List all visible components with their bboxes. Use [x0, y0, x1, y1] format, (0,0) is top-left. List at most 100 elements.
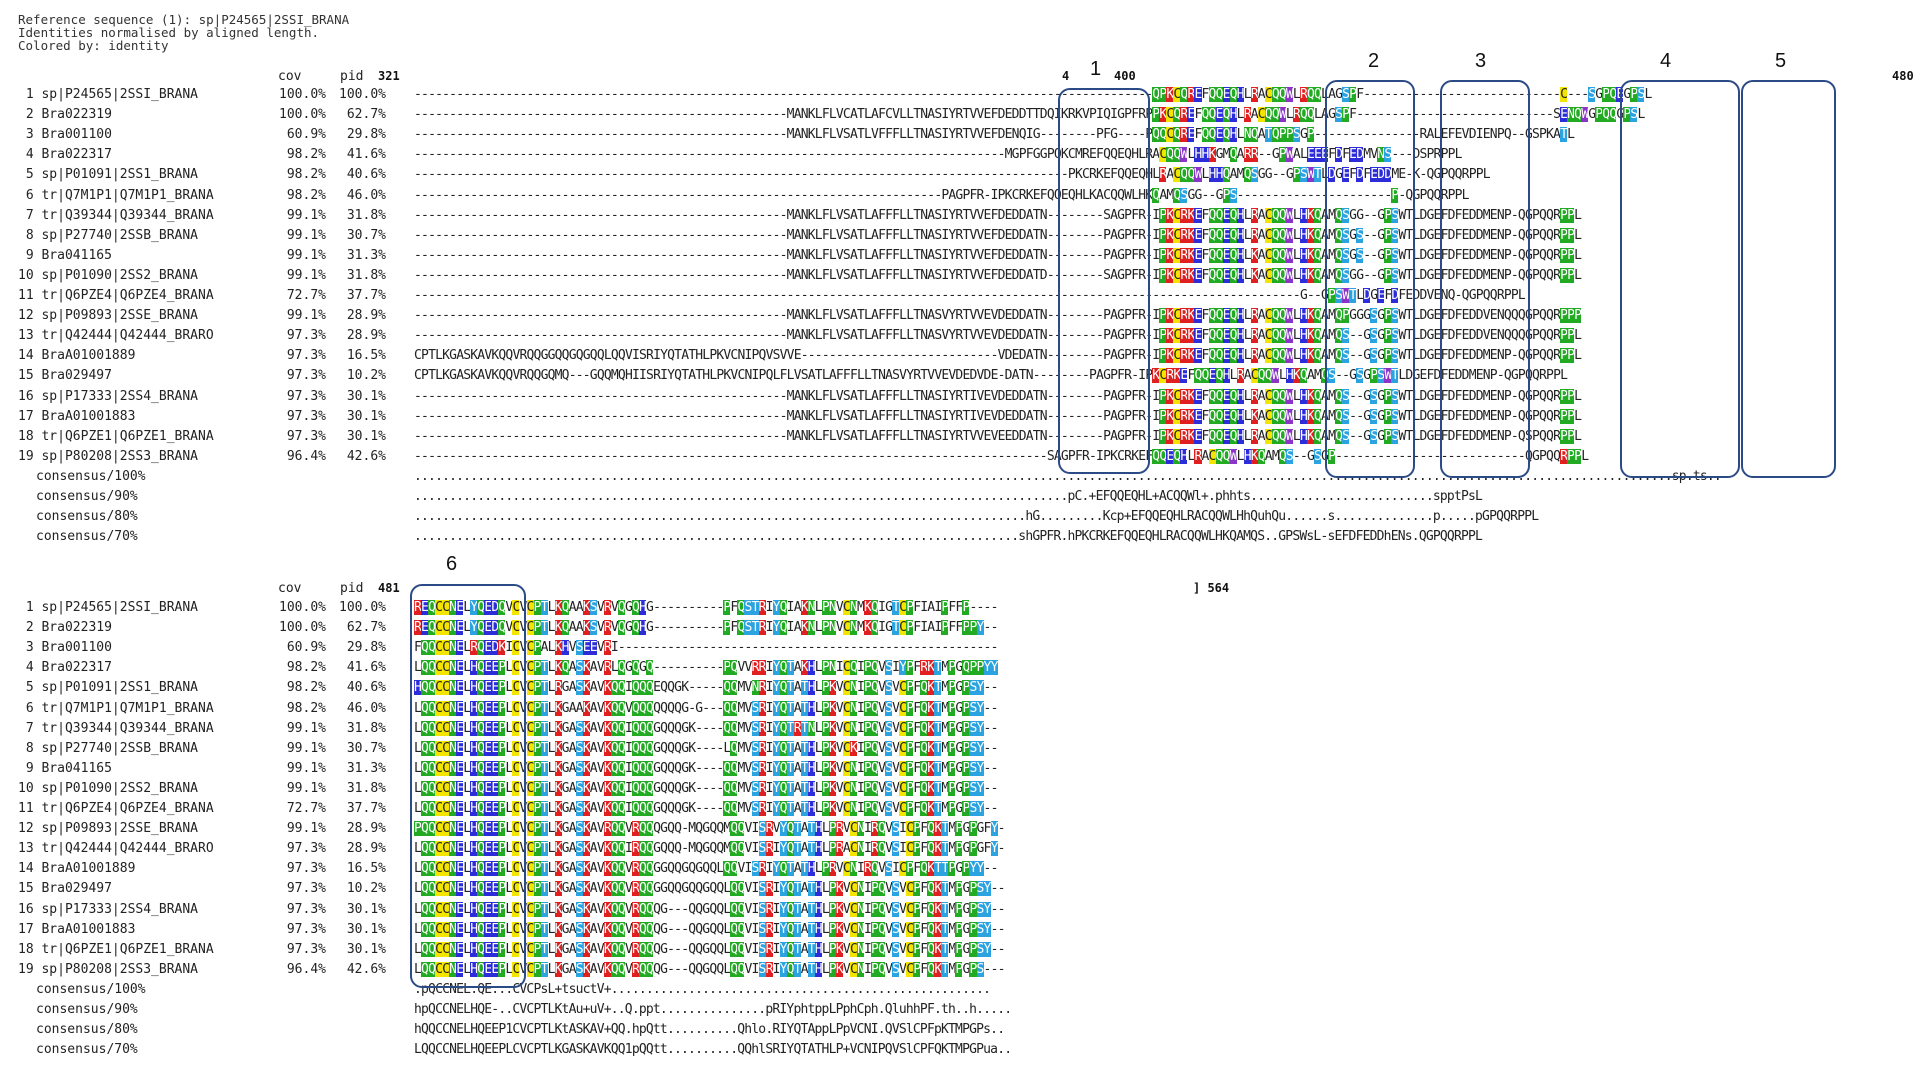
- sequence-name: 6 tr|Q7M1P1|Q7M1P1_BRANA: [18, 700, 214, 716]
- sequence-name: 14 BraA01001889: [18, 861, 136, 877]
- region-box-5: [1741, 80, 1836, 478]
- coverage-value: 97.3%: [286, 881, 326, 897]
- coverage-value: 60.9%: [286, 640, 326, 656]
- sequence-name: 19 sp|P80208|2SS3_BRANA: [18, 448, 199, 464]
- sequence-name: 9 Bra041165: [18, 247, 112, 263]
- sequence-residues: ----------------------------------------…: [414, 207, 1582, 223]
- sequence-residues: LQQCCNELHQEEPLCVCPTLKGASKAVKQQIQQQGQQQGK…: [414, 760, 998, 776]
- identity-value: 100.0%: [339, 600, 386, 615]
- consensus-label: consensus/80%: [36, 509, 138, 525]
- sequence-residues: ----------------------------------------…: [414, 247, 1582, 263]
- coverage-value: 99.1%: [286, 720, 326, 736]
- sequence-residues: CPTLKGASKAVKQQVRQQGQMQ---GQQMQHIISRIYQTA…: [414, 368, 1568, 384]
- sequence-residues: LQQCCNELHQEEPLCVCPTLKGASKAVKQQVRQQQG---Q…: [414, 901, 1005, 917]
- identity-value: 16.5%: [346, 861, 386, 877]
- identity-value: 62.7%: [346, 620, 386, 636]
- sequence-name: 13 tr|Q42444|Q42444_BRARO: [18, 841, 214, 857]
- coverage-value: 99.1%: [286, 267, 326, 283]
- sequence-name: 15 Bra029497: [18, 368, 112, 384]
- cov-column-header: cov: [278, 69, 302, 84]
- coverage-value: 99.1%: [286, 308, 326, 324]
- sequence-name: 2 Bra022319: [18, 620, 112, 636]
- identity-value: 46.0%: [346, 187, 386, 203]
- sequence-name: 7 tr|Q39344|Q39344_BRANA: [18, 720, 214, 736]
- block1-ruler-label-4: 4: [1062, 69, 1070, 83]
- sequence-name: 18 tr|Q6PZE1|Q6PZE1_BRANA: [18, 428, 214, 444]
- consensus-sequence: hpQCCNELHQE-..CVCPTLKtAu+uV+..Q.ppt.....…: [414, 1002, 1012, 1017]
- coverage-value: 100.0%: [279, 107, 326, 123]
- identity-value: 30.1%: [346, 388, 386, 404]
- sequence-name: 6 tr|Q7M1P1|Q7M1P1_BRANA: [18, 187, 214, 203]
- coverage-value: 98.2%: [286, 680, 326, 696]
- coverage-value: 97.3%: [286, 348, 326, 364]
- coverage-value: 97.3%: [286, 428, 326, 444]
- identity-value: 10.2%: [346, 368, 386, 384]
- sequence-name: 15 Bra029497: [18, 881, 112, 897]
- consensus-label: consensus/70%: [36, 529, 138, 545]
- sequence-residues: CPTLKGASKAVKQQVRQQGGQQGQGQQLQQVISRIYQTAT…: [414, 348, 1582, 364]
- region-box-4: [1620, 80, 1740, 478]
- identity-value: 42.6%: [346, 961, 386, 977]
- identity-value: 31.8%: [346, 267, 386, 283]
- coverage-value: 60.9%: [286, 127, 326, 143]
- identity-value: 46.0%: [346, 700, 386, 716]
- normalisation-line: Identities normalised by aligned length.: [18, 25, 320, 40]
- identity-value: 30.1%: [346, 428, 386, 444]
- sequence-name: 16 sp|P17333|2SS4_BRANA: [18, 388, 199, 404]
- consensus-sequence: .pQCCNEL.QE...CVCPsL+tsuctV+............…: [414, 981, 991, 997]
- coverage-value: 97.3%: [286, 328, 326, 344]
- sequence-residues: ----------------------------------------…: [414, 328, 1582, 344]
- consensus-sequence: ........................................…: [414, 468, 1722, 484]
- consensus-label: consensus/100%: [36, 981, 146, 997]
- block2-start-position: 481: [378, 581, 400, 595]
- coverage-value: 99.1%: [286, 821, 326, 837]
- sequence-name: 11 tr|Q6PZE4|Q6PZE4_BRANA: [18, 801, 214, 816]
- sequence-residues: PQQCCNELHQEEPLCVCPTLKGASKAVRQQVRQQQGQQ-M…: [414, 821, 1005, 837]
- coverage-value: 97.3%: [286, 408, 326, 424]
- identity-value: 30.1%: [346, 941, 386, 957]
- sequence-residues: LQQCCNELHQEEPLCVCPTLKGASKAVKQQVRQQGGQQGQ…: [414, 861, 998, 877]
- coverage-value: 97.3%: [286, 921, 326, 937]
- coverage-value: 97.3%: [286, 841, 326, 857]
- coverage-value: 97.3%: [286, 941, 326, 957]
- sequence-name: 7 tr|Q39344|Q39344_BRANA: [18, 207, 214, 223]
- coverage-value: 99.1%: [286, 227, 326, 243]
- identity-value: 37.7%: [346, 288, 386, 303]
- sequence-name: 17 BraA01001883: [18, 921, 136, 937]
- sequence-name: 10 sp|P01090|2SS2_BRANA: [18, 267, 199, 283]
- sequence-residues: ----------------------------------------…: [414, 127, 1575, 143]
- sequence-name: 8 sp|P27740|2SSB_BRANA: [18, 740, 199, 756]
- sequence-residues: LQQCCNELHQEEPLCVCPTLKGASKAVKQQIQQQGQQQGK…: [414, 740, 998, 756]
- identity-value: 62.7%: [346, 107, 386, 123]
- identity-value: 37.7%: [346, 801, 386, 816]
- sequence-residues: ----------------------------------------…: [414, 428, 1582, 444]
- consensus-label: consensus/80%: [36, 1022, 138, 1038]
- coverage-value: 99.1%: [286, 207, 326, 223]
- sequence-residues: ----------------------------------------…: [414, 388, 1582, 404]
- coverage-value: 99.1%: [286, 247, 326, 263]
- identity-value: 40.6%: [346, 167, 386, 183]
- coverage-value: 72.7%: [286, 801, 326, 816]
- region-label-2: 2: [1368, 50, 1380, 72]
- identity-value: 30.1%: [346, 921, 386, 937]
- consensus-sequence: LQQCCNELHQEEPLCVCPTLKGASKAVKQQ1pQQtt....…: [414, 1042, 1012, 1058]
- consensus-sequence: ........................................…: [414, 489, 1483, 504]
- coverage-value: 100.0%: [279, 600, 326, 615]
- identity-value: 30.7%: [346, 740, 386, 756]
- identity-value: 29.8%: [346, 640, 386, 656]
- region-label-1: 1: [1090, 58, 1102, 80]
- coverage-value: 100.0%: [279, 87, 326, 102]
- reference-sequence-line: Reference sequence (1): sp|P24565|2SSI_B…: [18, 12, 350, 27]
- identity-value: 41.6%: [346, 660, 386, 676]
- coverage-value: 96.4%: [286, 961, 326, 977]
- identity-value: 31.8%: [346, 720, 386, 736]
- block1-ruler-label-400: 400: [1114, 69, 1136, 83]
- identity-value: 42.6%: [346, 448, 386, 464]
- coverage-value: 99.1%: [286, 740, 326, 756]
- cov-column-header-2: cov: [278, 581, 302, 596]
- sequence-residues: ----------------------------------------…: [414, 167, 1491, 183]
- identity-value: 28.9%: [346, 821, 386, 837]
- identity-value: 28.9%: [346, 308, 386, 324]
- sequence-residues: ----------------------------------------…: [414, 308, 1582, 324]
- sequence-name: 4 Bra022317: [18, 660, 112, 676]
